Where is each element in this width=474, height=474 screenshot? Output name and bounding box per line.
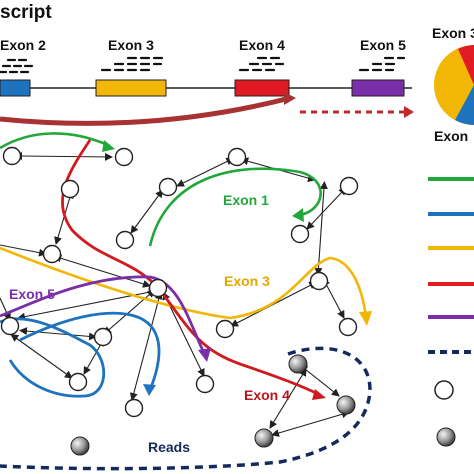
exon1-path-top-head: [102, 140, 115, 152]
white-nodes: [0, 146, 359, 418]
exon2-path-right: [19, 311, 161, 391]
legend-pie: [434, 45, 474, 125]
exon1-path-arc-head: [292, 208, 304, 222]
exon1-graph-label: Exon 1: [223, 192, 269, 208]
exon3-graph-label: Exon 3: [224, 273, 270, 289]
exon-2-box: [0, 79, 31, 97]
exon4-path-head: [312, 389, 326, 400]
white-node-icon: [434, 380, 454, 400]
exon-5-box: [351, 79, 405, 97]
legend-pie-label: Exon 3: [432, 25, 474, 41]
exon-4-box: [234, 79, 290, 97]
exon-read-dashes: [0, 56, 406, 74]
grey-node-icon: [436, 427, 456, 447]
exon3-path: [0, 246, 368, 320]
exon2-path-left: [0, 317, 106, 398]
transcript-arc-head: [284, 92, 296, 105]
exon-2-label: Exon 2: [0, 37, 46, 53]
grey-nodes: [70, 354, 356, 456]
title-fragment: script: [0, 2, 52, 23]
exon-3-box: [95, 79, 167, 97]
transcript-arc: [0, 95, 291, 126]
exon5-path-head: [198, 348, 211, 362]
exon2-path-head: [143, 384, 156, 396]
exon5-path: [0, 275, 207, 356]
graph-edges: [0, 152, 350, 437]
exon5-graph-label: Exon 5: [9, 286, 55, 302]
exon1-path-arc: [148, 167, 322, 247]
exon-5-label: Exon 5: [360, 37, 406, 53]
legend-section-label: Exon: [434, 128, 468, 144]
transcript-dashed-head: [404, 106, 414, 118]
exon3-path-head: [359, 311, 372, 326]
reads-graph-label: Reads: [148, 439, 190, 455]
exon-4-label: Exon 4: [239, 37, 285, 53]
exon1-path-top: [0, 132, 111, 150]
exon4-graph-label: Exon 4: [244, 387, 290, 403]
reads-path: [0, 346, 372, 471]
exon-3-label: Exon 3: [108, 37, 154, 53]
